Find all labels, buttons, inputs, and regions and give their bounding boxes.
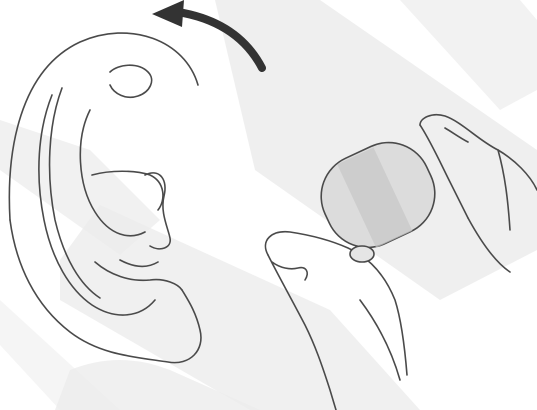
illustration-canvas <box>0 0 537 410</box>
watermark-pattern <box>0 0 537 410</box>
earplug-insertion-illustration <box>0 0 537 410</box>
